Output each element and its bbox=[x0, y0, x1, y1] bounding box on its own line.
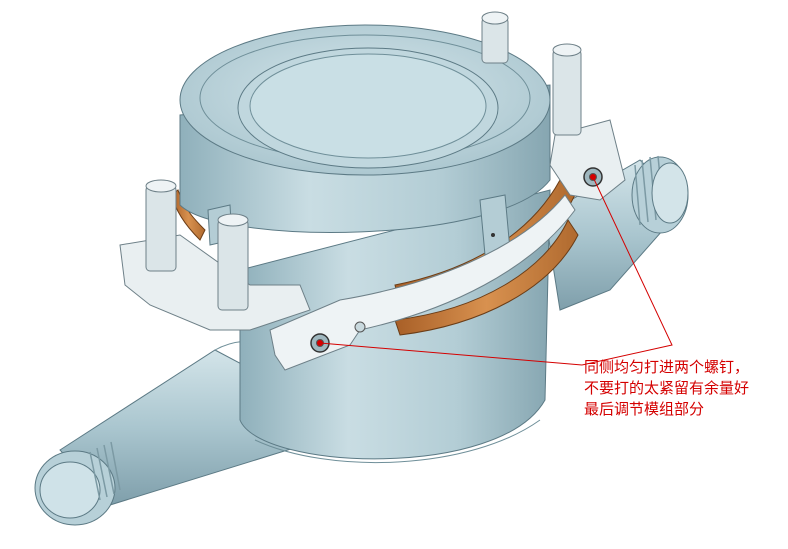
annotation-text: 同侧均匀打进两个螺钉， 不要打的太紧留有余量好 最后调节模组部分 bbox=[584, 357, 749, 420]
inlet-thread bbox=[34, 441, 121, 526]
leader-line bbox=[317, 174, 673, 366]
annotation-line: 最后调节模组部分 bbox=[584, 400, 705, 418]
annotation-line: 不要打的太紧留有余量好 bbox=[584, 379, 750, 397]
outlet-thread bbox=[631, 155, 689, 234]
meter-body bbox=[239, 189, 551, 464]
register-housing bbox=[179, 24, 551, 233]
outlet-pipe bbox=[544, 155, 689, 311]
annotation-line: 同侧均匀打进两个螺钉， bbox=[584, 358, 750, 376]
post bbox=[145, 11, 582, 311]
